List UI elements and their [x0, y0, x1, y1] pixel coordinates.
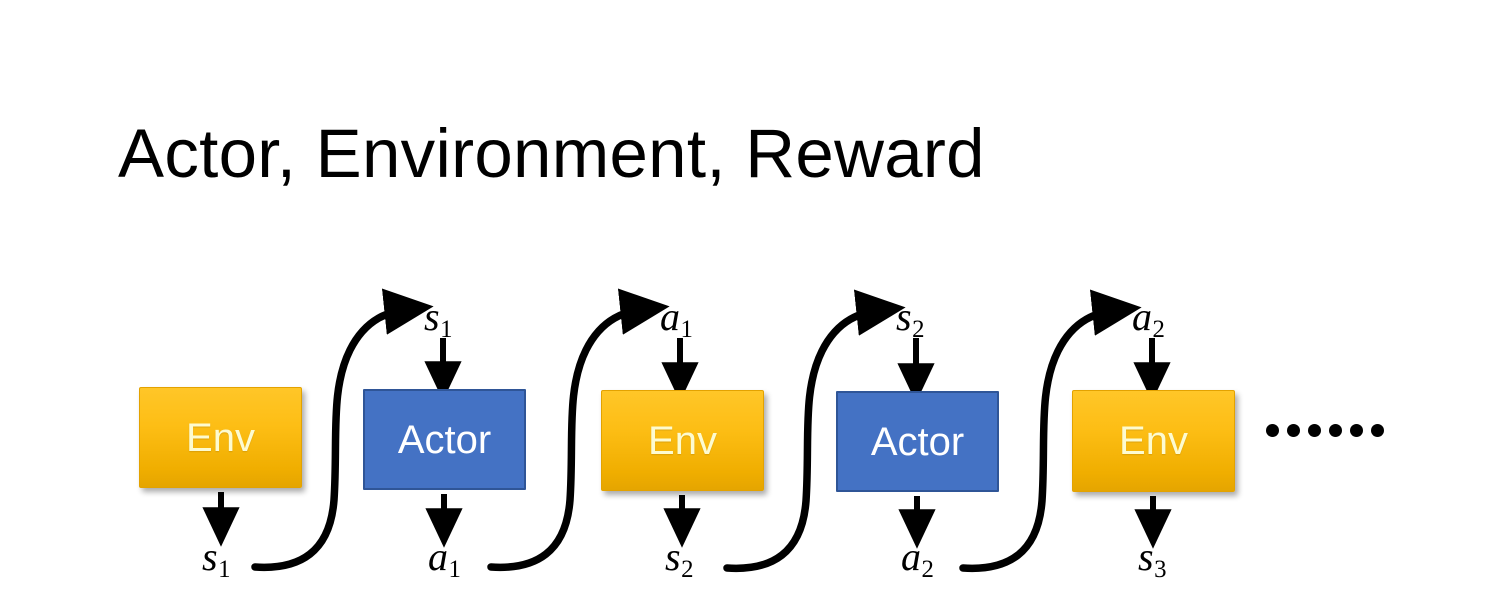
ellipsis-dot	[1308, 424, 1321, 437]
block-label: Actor	[870, 419, 965, 464]
label-top-a1: a1	[660, 294, 693, 343]
label-subscript: 2	[912, 316, 925, 344]
block-env-1[interactable]: Env	[139, 387, 302, 488]
ellipsis-dot	[1329, 424, 1342, 437]
curve-s2-to-s2	[723, 289, 906, 573]
label-base: s	[1138, 534, 1154, 579]
label-bottom-s1: s1	[202, 534, 230, 583]
label-top-a2: a2	[1132, 294, 1165, 343]
label-top-s2: s2	[896, 294, 924, 343]
curve-a2-to-a2	[959, 289, 1142, 573]
arrow-label-to-block-group	[424, 338, 1171, 403]
block-actor-1[interactable]: Actor	[363, 389, 526, 490]
block-env-2[interactable]: Env	[601, 390, 764, 491]
label-subscript: 1	[680, 316, 693, 344]
label-base: s	[202, 534, 218, 579]
ellipsis-dot	[1371, 424, 1384, 437]
label-subscript: 1	[440, 316, 453, 344]
label-base: a	[901, 534, 921, 579]
label-bottom-s3: s3	[1138, 534, 1166, 583]
label-base: s	[424, 294, 440, 339]
label-base: a	[1132, 294, 1152, 339]
block-env-3[interactable]: Env	[1072, 390, 1235, 492]
label-subscript: 2	[1152, 316, 1165, 344]
ellipsis-dot	[1287, 424, 1300, 437]
label-bottom-a2: a2	[901, 534, 934, 583]
label-subscript: 2	[681, 556, 694, 584]
curved-connector-group	[251, 288, 1142, 573]
label-subscript: 1	[218, 556, 231, 584]
ellipsis-dot	[1350, 424, 1363, 437]
block-label: Env	[186, 415, 255, 460]
block-label: Env	[1119, 419, 1188, 463]
label-base: a	[428, 534, 448, 579]
label-top-s1: s1	[424, 294, 452, 343]
label-bottom-a1: a1	[428, 534, 461, 583]
label-base: s	[665, 534, 681, 579]
label-base: s	[896, 294, 912, 339]
label-base: a	[660, 294, 680, 339]
curve-a1-to-a1	[487, 288, 670, 572]
label-bottom-s2: s2	[665, 534, 693, 583]
block-actor-2[interactable]: Actor	[836, 391, 999, 492]
arrow-block-to-label-group	[202, 492, 1172, 549]
label-subscript: 2	[921, 556, 934, 584]
ellipsis-continuation	[1266, 424, 1384, 437]
ellipsis-dot	[1266, 424, 1279, 437]
page-title: Actor, Environment, Reward	[118, 115, 985, 192]
curve-s1-to-s1	[251, 288, 434, 572]
block-label: Actor	[397, 417, 492, 462]
block-label: Env	[648, 418, 717, 463]
label-subscript: 3	[1154, 556, 1167, 584]
label-subscript: 1	[448, 556, 461, 584]
